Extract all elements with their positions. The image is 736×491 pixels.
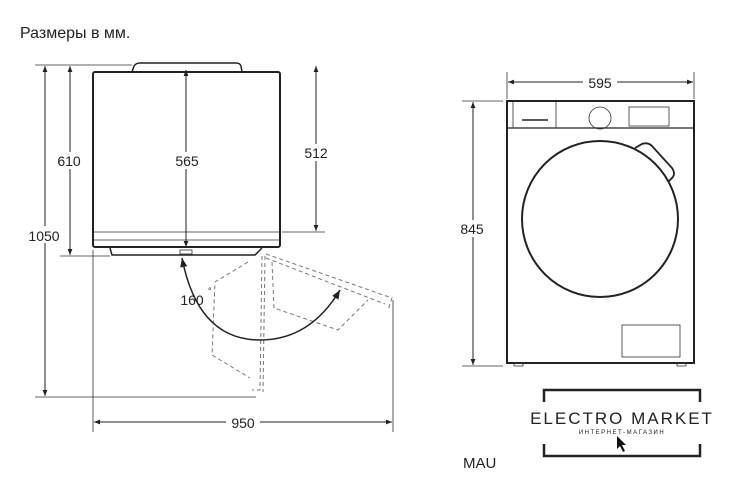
dim-610-label: 610 [57,153,81,169]
program-knob [588,106,612,130]
dim-1050-label: 1050 [28,228,59,244]
door-handle [634,142,675,183]
front-view-drawing: 595 845 [457,72,695,367]
service-hatch [621,324,681,358]
dim-595-label: 595 [588,75,612,91]
dim-565-label: 565 [175,153,199,169]
model-label: MAU [463,455,496,472]
degree-mark: ° [208,286,212,296]
cursor-icon [617,436,626,452]
door-open-160 [265,253,393,311]
logo-subtitle: ИНТЕРНЕТ-МАГАЗИН [579,430,665,436]
door-circle [521,140,679,298]
page-title: Размеры в мм. [20,25,130,42]
door-open-90 [252,255,263,391]
dim-950-label: 950 [231,415,255,431]
top-view-drawing: 1050 610 565 512 950 160 ° [28,62,394,432]
logo-name: ELECTRO MARKET [530,409,714,428]
lid-outline [131,62,243,73]
display [628,106,670,127]
dim-845-label: 845 [460,221,484,237]
door-swing-arrow [180,257,341,341]
front-body [506,100,695,364]
door-angle-label: 160 [180,292,204,308]
electro-market-logo: ELECTRO MARKET ИНТЕРНЕТ-МАГАЗИН [530,388,714,458]
dim-512-label: 512 [304,145,328,161]
